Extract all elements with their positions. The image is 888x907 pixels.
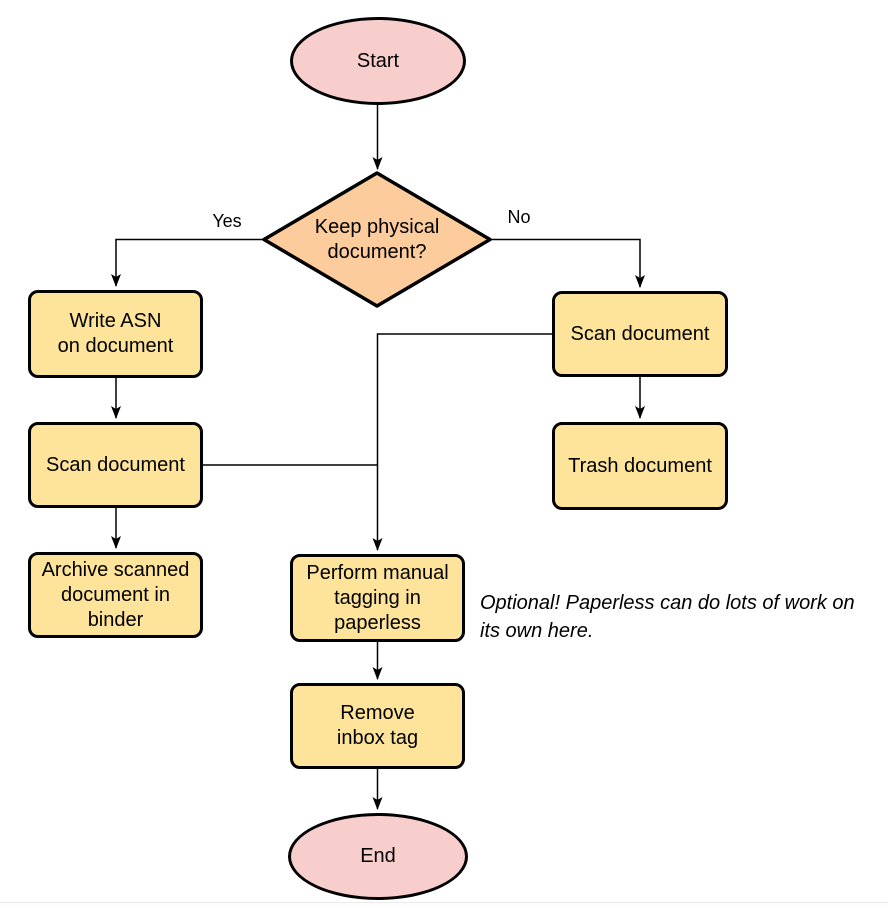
end-node: End xyxy=(288,813,468,900)
scan-document-right-node: Scan document xyxy=(552,291,728,377)
no-edge-label: No xyxy=(507,207,531,227)
edge-decision-to-scan-right xyxy=(490,238,645,288)
edge-decision-to-write-asn xyxy=(111,238,264,287)
remove-inbox-tag-node: Remove inbox tag xyxy=(290,683,465,769)
edge-scan-right-to-tagging xyxy=(372,333,552,551)
yes-edge-label: Yes xyxy=(212,211,242,231)
start-node: Start xyxy=(290,17,466,105)
bottom-divider xyxy=(0,902,888,907)
scan-document-left-node: Scan document xyxy=(28,422,203,508)
manual-tagging-node: Perform manual tagging in paperless xyxy=(290,554,465,642)
decision-diamond-shape xyxy=(262,171,492,308)
archive-node: Archive scanned document in binder xyxy=(28,552,203,638)
trash-document-node: Trash document xyxy=(552,422,728,510)
decision-node-label: Keep physical document? xyxy=(314,215,440,263)
optional-annotation: Optional! Paperless can do lots of work … xyxy=(480,592,855,642)
write-asn-node: Write ASN on document xyxy=(28,290,203,378)
